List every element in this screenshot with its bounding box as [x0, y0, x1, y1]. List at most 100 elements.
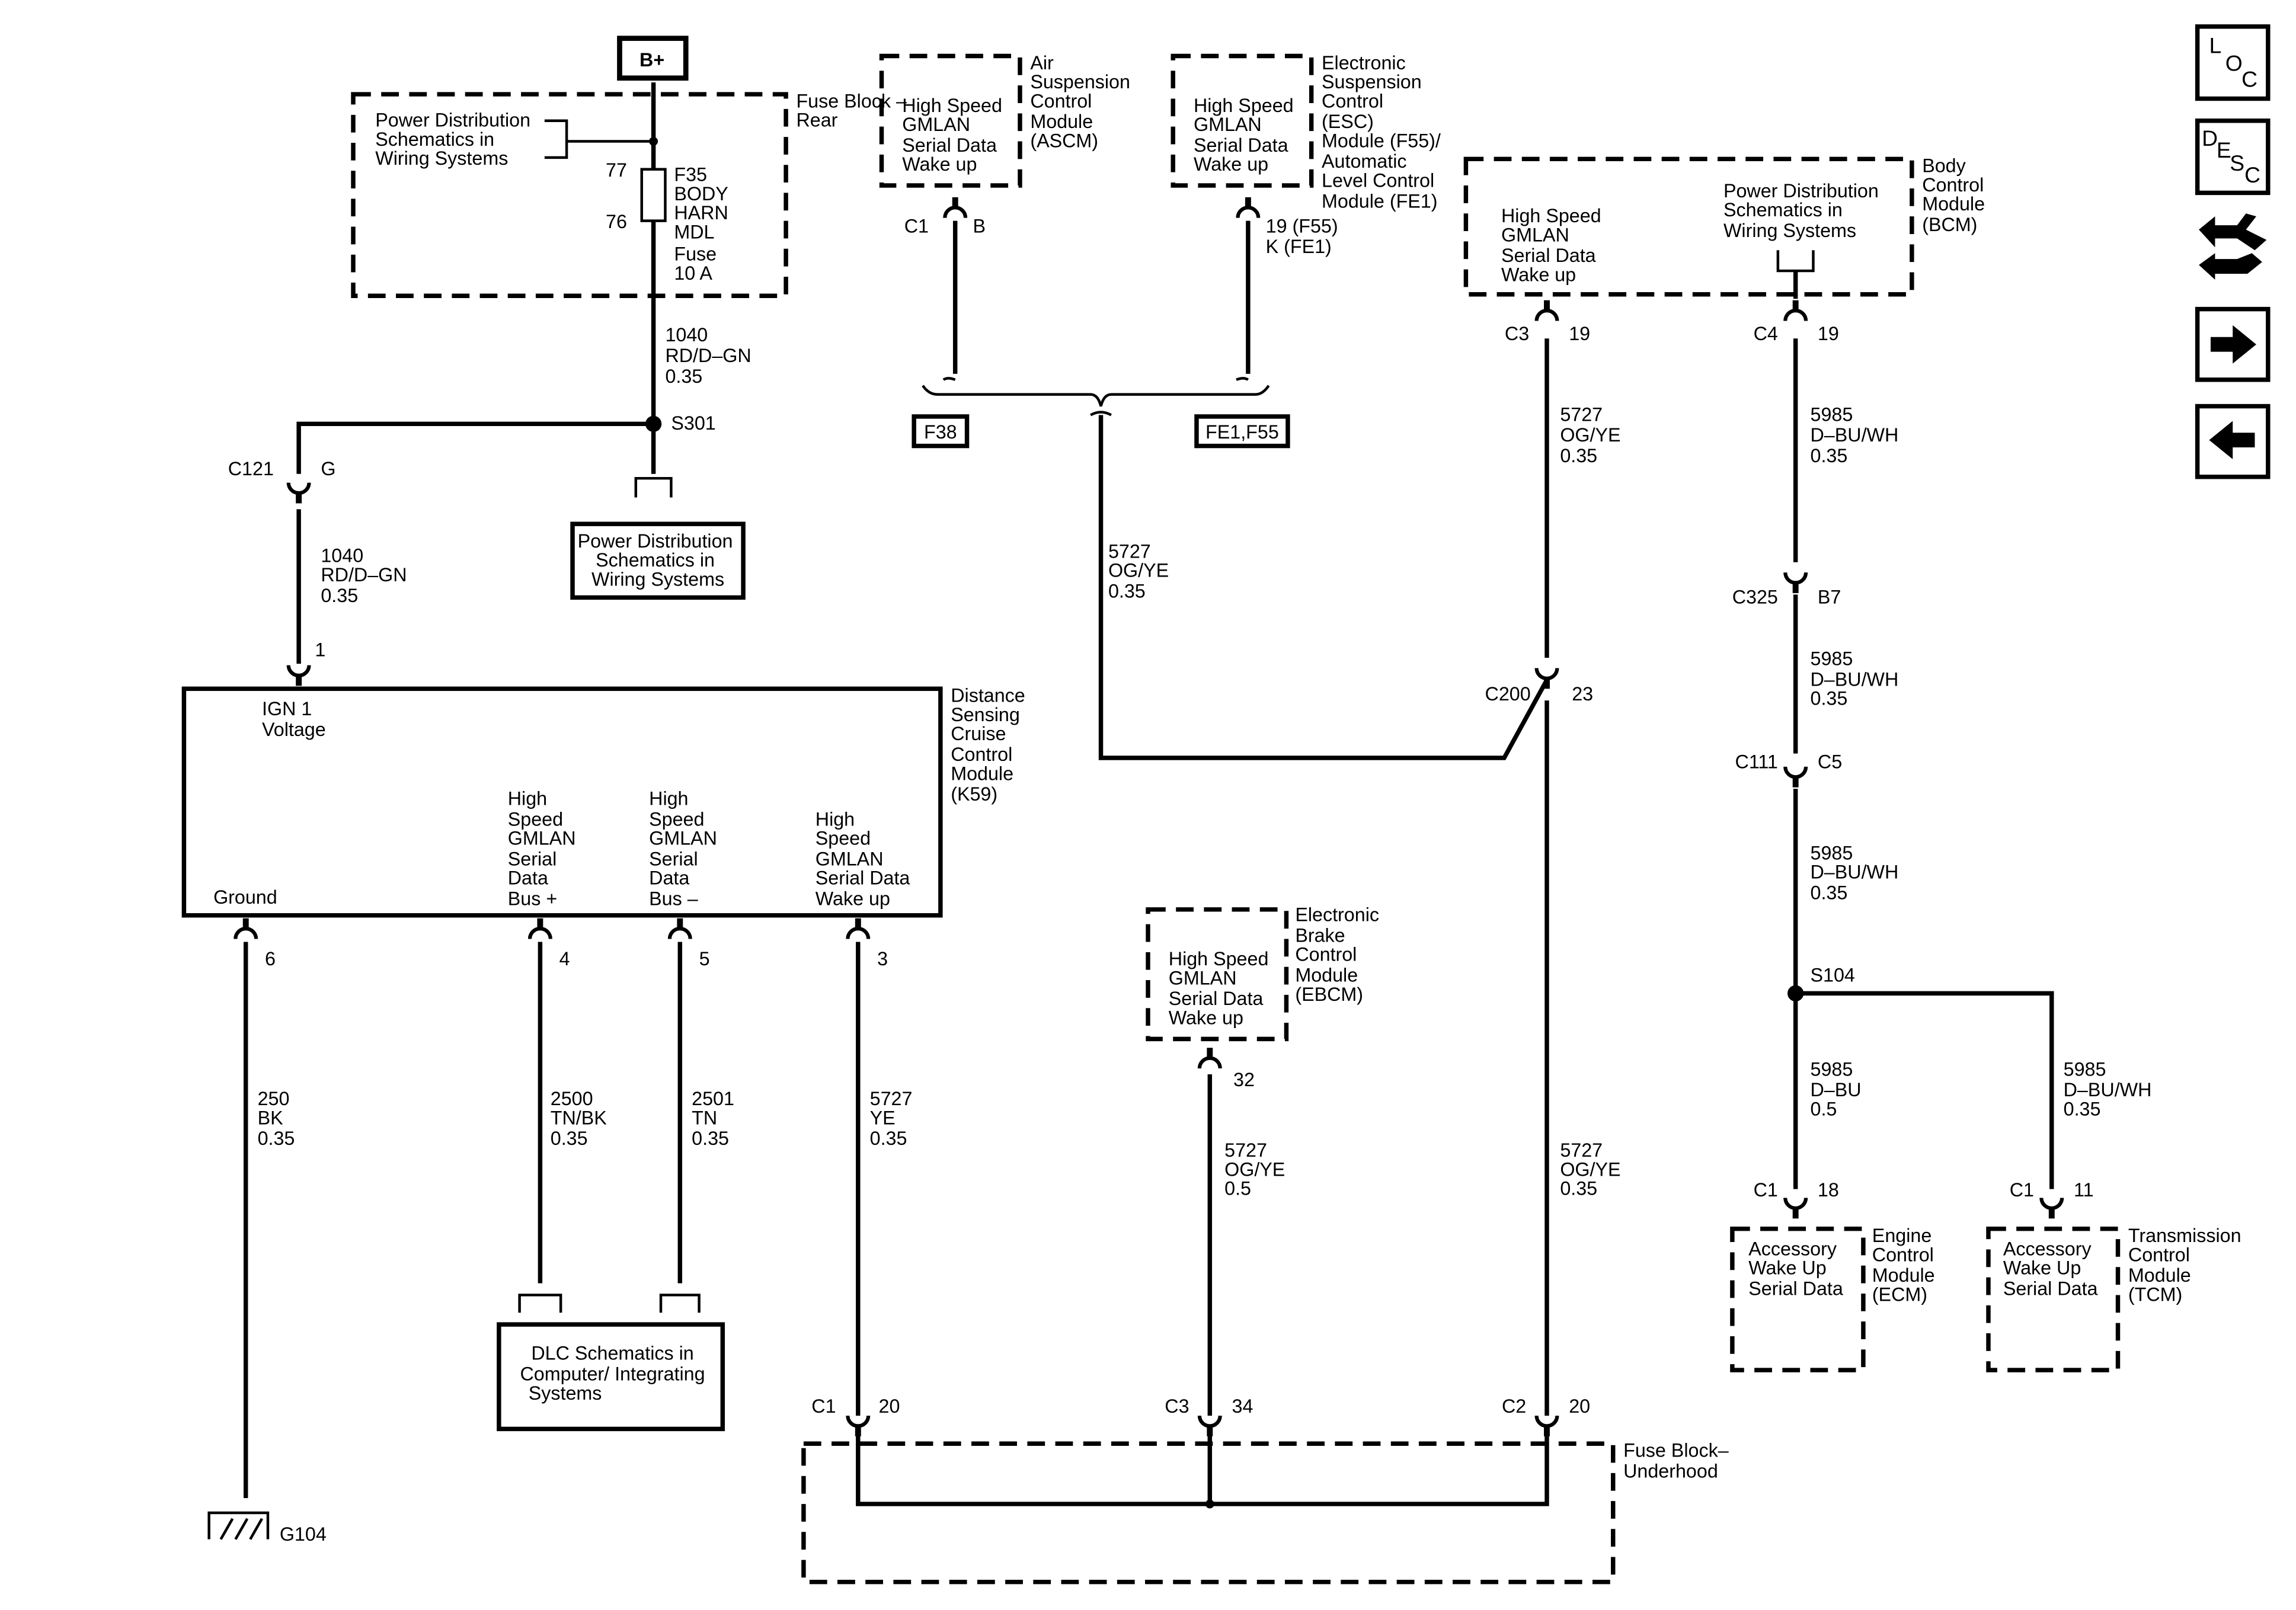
k59-wake-label: High Speed GMLAN Serial Data Wake up — [816, 808, 916, 909]
wire-2500-label: 2500 TN/BK 0.35 — [551, 1088, 612, 1149]
bcm-c3-pin: 19 — [1569, 323, 1590, 344]
option-fe1-f55-label: FE1,F55 — [1205, 421, 1279, 443]
wire-5985-c-label: 5985 D–BU/WH 0.35 — [1811, 842, 1904, 903]
conn-c325-name: C325 — [1732, 586, 1778, 607]
tcm-title: Transmission Control Module (TCM) — [2128, 1225, 2247, 1305]
esc-box-label: High Speed GMLAN Serial Data Wake up — [1194, 95, 1299, 175]
wire-5727-bcm-label: 5727 OG/YE 0.35 — [1560, 404, 1626, 466]
esc-title: Electronic Suspension Control (ESC) Modu… — [1322, 52, 1446, 212]
ground-g104-label: G104 — [280, 1523, 327, 1545]
fuse-f35-icon — [640, 168, 667, 222]
bus-junction-dot — [1205, 1499, 1214, 1509]
wire-5727-c200-label: 5727 OG/YE 0.35 — [1560, 1140, 1626, 1199]
fbu-conn-3-name: C2 — [1502, 1395, 1526, 1417]
fuse-pin-76: 76 — [606, 211, 627, 232]
arrow-right-icon[interactable] — [2195, 306, 2271, 382]
fbu-conn-3-pin: 20 — [1569, 1395, 1590, 1417]
wire-1040-upper-label: 1040 RD/D–GN 0.35 — [665, 324, 756, 387]
k59-ign-label: IGN 1 Voltage — [262, 698, 326, 740]
ascm-title: Air Suspension Control Module (ASCM) — [1030, 52, 1136, 152]
bcm-module-box — [1463, 156, 1914, 297]
esc-module-box — [1171, 53, 1314, 188]
fbu-conn-1-pin: 20 — [879, 1395, 900, 1417]
k59-title: Distance Sensing Cruise Control Module (… — [951, 685, 1031, 805]
feed-junction-dot — [649, 137, 658, 146]
fuse-block-rear-pd-ref: Power Distribution Schematics in Wiring … — [375, 110, 536, 169]
dlc-ref-box[interactable] — [497, 1322, 725, 1432]
option-f38-box — [912, 414, 970, 449]
desc-s: S — [2230, 151, 2244, 175]
loc-l: L — [2209, 33, 2221, 58]
esc-pins: 19 (F55) K (FE1) — [1266, 215, 1344, 257]
ecm-box-label: Accessory Wake Up Serial Data — [1748, 1238, 1843, 1299]
desc-button[interactable]: D E S C — [2195, 119, 2271, 196]
conn-c200-pin: 23 — [1572, 683, 1593, 705]
desc-d: D — [2202, 126, 2218, 151]
ecm-module-box — [1730, 1226, 1866, 1372]
conn-c325-pin: B7 — [1818, 586, 1841, 607]
ecm-title: Engine Control Module (ECM) — [1872, 1225, 1940, 1305]
loc-o: O — [2225, 50, 2243, 75]
ascm-pin: B — [973, 215, 986, 236]
ebcm-title: Electronic Brake Control Module (EBCM) — [1295, 904, 1384, 1005]
pd-ref-box[interactable] — [570, 521, 746, 600]
ecm-pin: 18 — [1818, 1179, 1839, 1201]
fbu-conn-2-pin: 34 — [1232, 1395, 1253, 1417]
conn-c121-pin: G — [321, 458, 335, 479]
ebcm-box-label: High Speed GMLAN Serial Data Wake up — [1169, 948, 1274, 1028]
loc-button[interactable]: L O C — [2195, 24, 2271, 101]
option-fe1-f55-box — [1194, 414, 1290, 449]
bcm-c4-name: C4 — [1754, 323, 1778, 344]
wire-5985-tcm-label: 5985 D–BU/WH 0.35 — [2064, 1058, 2157, 1119]
k59-bus-plus-label: High Speed GMLAN Serial Data Bus + — [508, 788, 581, 910]
bcm-c4-pin: 19 — [1818, 323, 1839, 344]
tcm-conn: C1 — [2010, 1179, 2034, 1201]
ebcm-pin: 32 — [1233, 1069, 1255, 1090]
k59-pin-1: 1 — [315, 639, 325, 661]
arrow-left-icon[interactable] — [2195, 404, 2271, 479]
wire-5727-ye-label: 5727 YE 0.35 — [870, 1088, 918, 1149]
pd-ref-box-label: Power Distribution Schematics in Wiring … — [578, 530, 738, 590]
loc-c: C — [2241, 67, 2257, 92]
splice-s301-dot — [645, 415, 662, 432]
bcm-title: Body Control Module (BCM) — [1922, 155, 1990, 235]
fuse-block-underhood — [801, 1441, 1616, 1585]
splice-s104-label: S104 — [1811, 965, 1855, 986]
tcm-box-label: Accessory Wake Up Serial Data — [2003, 1238, 2098, 1299]
connector-end-view-icon[interactable] — [2199, 213, 2267, 280]
fuse-block-rear-title: Fuse Block – Rear — [796, 90, 912, 130]
dlc-ref-box-label: DLC Schematics in Computer/ Integrating … — [520, 1343, 711, 1404]
k59-bus-minus-label: High Speed GMLAN Serial Data Bus – — [649, 788, 722, 910]
tcm-module-box — [1986, 1226, 2121, 1372]
splice-s104-dot — [1787, 985, 1804, 1002]
wire-1040-lower-label: 1040 RD/D–GN 0.35 — [321, 545, 412, 606]
ascm-conn: C1 — [904, 215, 929, 236]
ascm-module-box — [879, 53, 1022, 188]
nav-panel: L O C D E S C — [2195, 24, 2271, 479]
k59-ground-label: Ground — [213, 886, 277, 908]
conn-c111-pin: C5 — [1818, 751, 1842, 772]
fuse-pin-77: 77 — [606, 159, 627, 181]
k59-pin-4: 4 — [559, 948, 570, 969]
desc-e: E — [2217, 137, 2231, 162]
tcm-pin: 11 — [2074, 1179, 2094, 1201]
battery-label: B+ — [639, 49, 664, 71]
ecm-conn: C1 — [1754, 1179, 1778, 1201]
conn-c200-name: C200 — [1485, 683, 1531, 705]
ebcm-module-box — [1146, 907, 1289, 1042]
k59-pin-5: 5 — [699, 948, 710, 969]
wires — [207, 82, 2054, 1540]
desc-c: C — [2244, 162, 2260, 187]
wire-2501-label: 2501 TN 0.35 — [692, 1088, 740, 1149]
wire-5727-ogye-mid-label: 5727 OG/YE 0.35 — [1108, 540, 1174, 601]
fuse-block-rear — [351, 92, 788, 298]
bcm-right-label: Power Distribution Schematics in Wiring … — [1723, 180, 1884, 241]
k59-pin-3: 3 — [877, 948, 888, 969]
splice-s301-label: S301 — [671, 412, 715, 434]
bcm-left-label: High Speed GMLAN Serial Data Wake up — [1501, 205, 1607, 285]
wire-250-label: 250 BK 0.35 — [258, 1088, 295, 1149]
fuse-block-underhood-title: Fuse Block– Underhood — [1623, 1440, 1734, 1482]
bcm-c3-name: C3 — [1505, 323, 1529, 344]
battery-box — [617, 36, 689, 81]
